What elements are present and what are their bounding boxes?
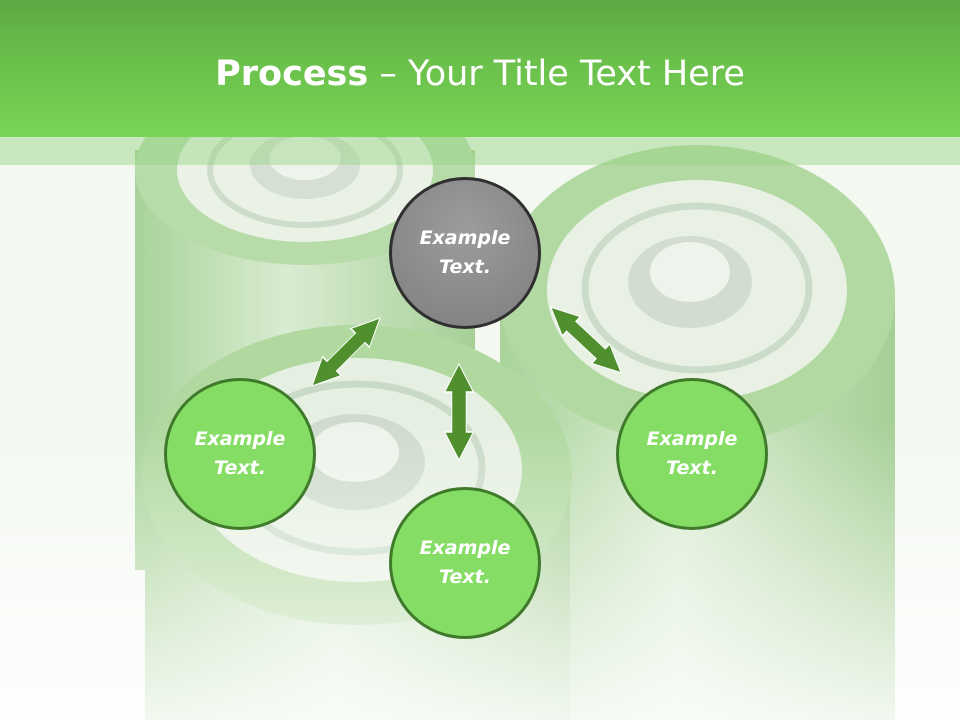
arrow-vertical	[443, 362, 475, 462]
process-node-right-text: Example Text.	[646, 428, 738, 479]
title-accent-strip	[0, 137, 960, 165]
title-band	[0, 0, 960, 137]
process-node-left: Example Text.	[164, 378, 316, 530]
slide-title: Process – Your Title Text Here	[0, 52, 960, 96]
process-node-bottom-text: Example Text.	[419, 537, 511, 588]
process-node-bottom: Example Text.	[389, 487, 541, 639]
process-node-top: Example Text.	[389, 177, 541, 329]
slide-title-bold: Process	[215, 54, 369, 94]
process-node-top-text: Example Text.	[419, 227, 511, 278]
slide-title-rest: – Your Title Text Here	[368, 54, 745, 94]
arrow-top-right	[550, 306, 622, 374]
arrow-top-left	[311, 317, 381, 387]
process-node-left-text: Example Text.	[194, 428, 286, 479]
process-node-right: Example Text.	[616, 378, 768, 530]
